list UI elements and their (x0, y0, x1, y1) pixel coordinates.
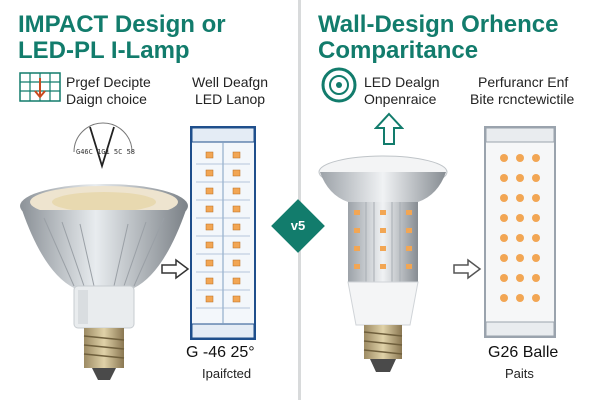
left-led-panel (190, 126, 256, 340)
left-item1-line2: Daign choice (66, 91, 147, 107)
vs-label: v5 (290, 218, 306, 233)
arrow-right-icon (160, 258, 190, 280)
left-item1-line1: Prgef Decipte (66, 74, 151, 90)
right-title-line2: Comparitance (318, 37, 479, 64)
right-item2-line1: Perfurancr Enf (478, 74, 569, 90)
right-item2-line2: Bite rcnctewictile (470, 91, 575, 107)
left-title-line2: LED-PL I-Lamp (18, 37, 190, 64)
left-caption-line2: Ipaifcted (202, 366, 252, 381)
arrow-right-icon-2 (452, 258, 482, 280)
right-title-line1: Wall-Design Orhence (318, 11, 559, 38)
arrow-up-icon (374, 112, 404, 146)
grid-chart-icon (18, 70, 62, 106)
ic-label: G46C 1G1 5C 58 (76, 148, 136, 156)
left-led-bulb-image (14, 178, 194, 388)
left-caption-line1: G -46 25° (186, 344, 255, 361)
left-item2-line1: Well Deafgn (192, 74, 269, 90)
left-title-line1: IMPACT Design or (18, 11, 226, 38)
cfl-glyph-icon (68, 122, 138, 182)
leaf-target-icon (320, 66, 358, 104)
right-item1-line1: LED Dealgn (364, 74, 440, 90)
left-item2-line2: LED Lanop (195, 91, 266, 107)
right-led-panel (484, 126, 556, 338)
right-led-bulb-image (318, 150, 448, 380)
right-caption-line1: G26 Balle (488, 344, 559, 361)
right-item1-line2: Onpenraice (364, 91, 437, 107)
right-caption-line2: Paits (505, 366, 534, 381)
